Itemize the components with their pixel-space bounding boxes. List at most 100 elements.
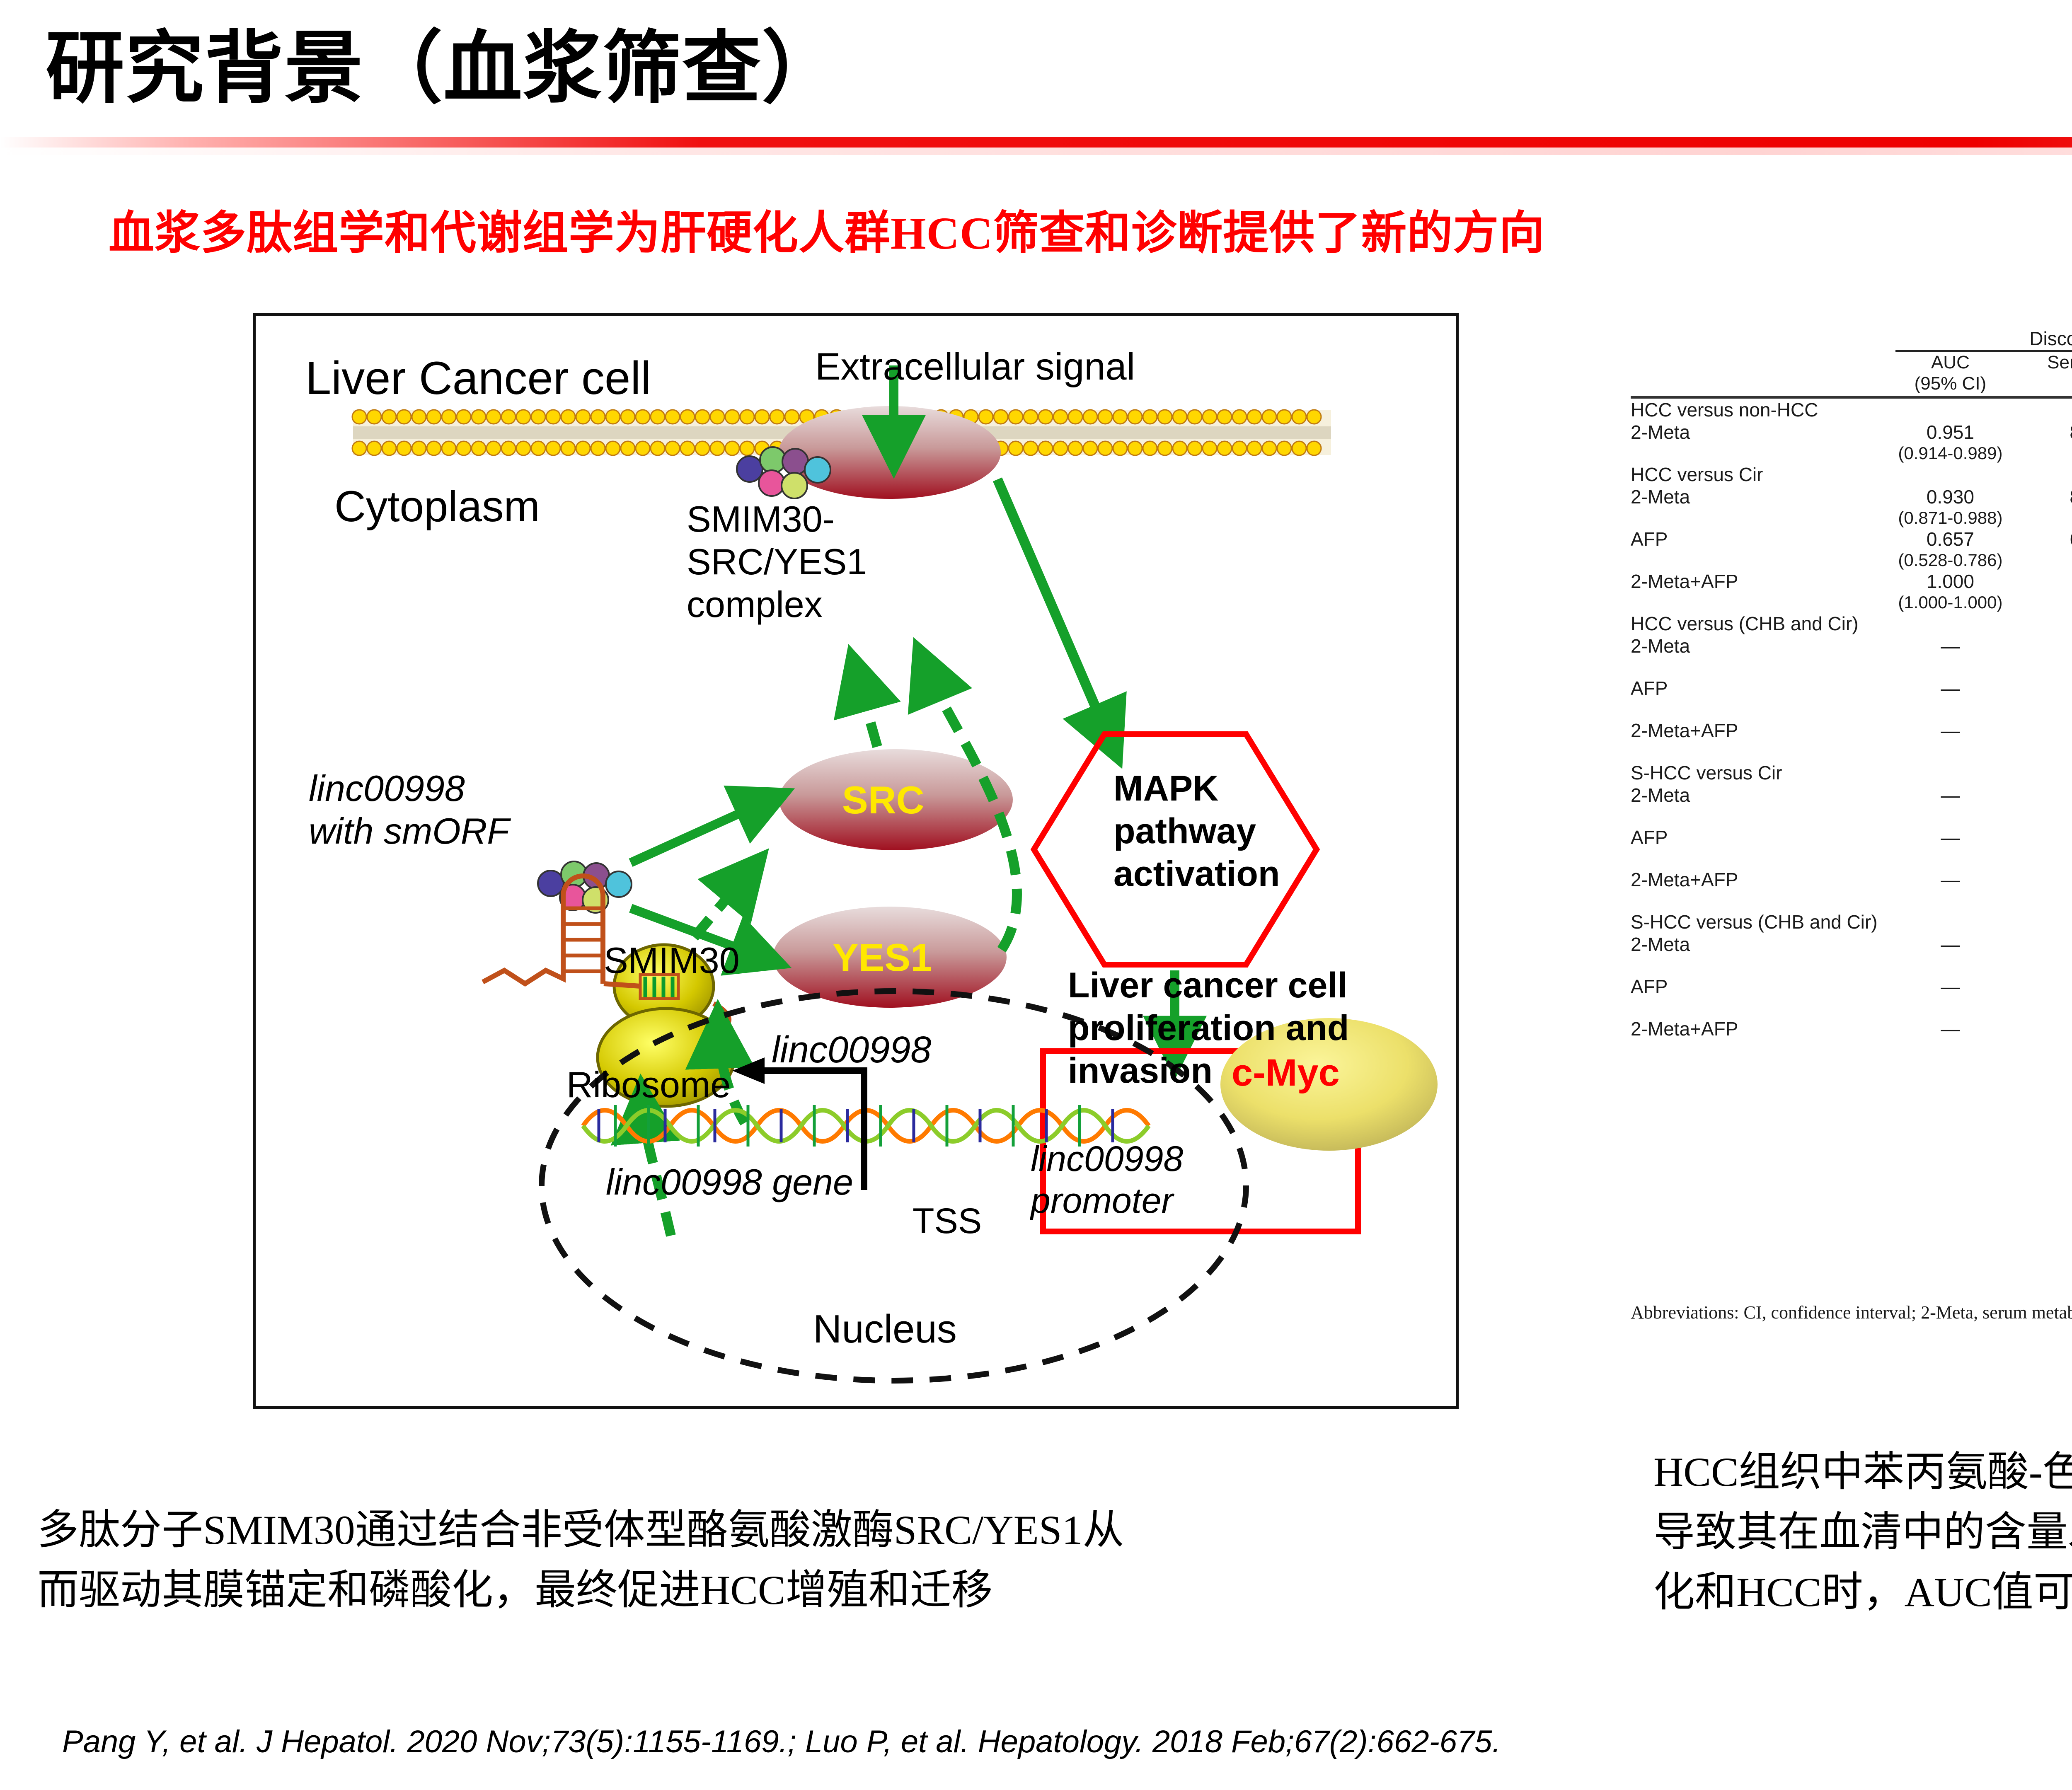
table-cell-ci — [1881, 806, 2019, 826]
table-row-label: 2-Meta+AFP — [1631, 1018, 1738, 1040]
table-row-label: 2-Meta — [1631, 933, 1690, 955]
table-section-header-row: HCC versus (CHB and Cir) — [1631, 612, 2072, 635]
table-row: AFP———0.68245.378.40.67655.673.2 — [1631, 826, 2072, 849]
figure-label-extracellular-signal: Extracellular signal — [815, 346, 1135, 388]
table-ci-pad — [2019, 657, 2072, 677]
table-ci-spacer — [1631, 806, 1881, 826]
table-ci-spacer — [1631, 593, 1881, 612]
table-ci-row: (0.871-0.988)(0.856-0.929)(0.753-0.861) — [1631, 508, 2072, 528]
subtitle-text: 血浆多肽组学和代谢组学为肝硬化人群HCC筛查和诊断提供了新的方向 — [109, 208, 1545, 259]
table-section-header-row: HCC versus Cir — [1631, 463, 2072, 486]
table-ci-pad — [2019, 742, 2072, 762]
table-ci-row: (0.820-0.919)(0.688-0.861) — [1631, 891, 2072, 911]
table-ci-row: (0.689- 0.854) — [1631, 955, 2072, 975]
table-ci-spacer — [1631, 550, 1881, 570]
table-row-label: 2-Meta+AFP — [1631, 570, 1738, 592]
table-ci-pad — [2019, 806, 2072, 826]
table-ci-spacer — [1631, 508, 1881, 528]
table-cell-auc: — — [1941, 1018, 1960, 1040]
table-row: AFP0.65761.856.10.72556.478.40.65050.473… — [1631, 528, 2072, 550]
table-section-header-row: HCC versus non-HCC — [1631, 397, 2072, 421]
table-cell-auc: — — [1941, 677, 1960, 699]
table-cell-sensitivity: — — [2019, 719, 2072, 742]
table-ci-row: (0.528-0.786)(0.671-0.779)(0.582-0.718) — [1631, 550, 2072, 570]
table-header-divider — [1631, 394, 2072, 399]
table-cell-sensitivity: — — [2019, 868, 2072, 891]
figure-label-smim30: SMIM30 — [604, 940, 740, 981]
table-cell-ci — [1881, 998, 2019, 1018]
table-cell-ci — [1881, 955, 2019, 975]
table-cell-sensitivity: — — [2019, 635, 2072, 657]
table-section-label: HCC versus Cir — [1631, 463, 1763, 485]
table-column-header: AUC(95% CI) — [1914, 352, 1987, 394]
caption-left-figure: 多肽分子SMIM30通过结合非受体型酪氨酸激酶SRC/YES1从 而驱动其膜锚定… — [37, 1507, 1124, 1613]
table-ci-row: (0.722-0.878) — [1631, 1040, 2072, 1060]
arrow-nucleus-to-cytoplasm — [610, 1074, 680, 1237]
table-cell-auc: — — [1941, 868, 1960, 890]
figure-label-proliferation-invasion: Liver cancer cell proliferation and inva… — [1068, 965, 1349, 1091]
figure-label-yes1: YES1 — [833, 936, 932, 979]
table-ci-spacer — [1631, 998, 1881, 1018]
table-ci-row: (0.620-0.745) — [1631, 699, 2072, 719]
table-cell-ci — [1881, 1040, 2019, 1060]
page-title: 研究背景（血浆筛查） — [46, 26, 842, 113]
title-divider-rule — [0, 137, 2072, 148]
figure-label-linc00998-gene: linc00998 gene — [606, 1161, 853, 1202]
figure-label-src: SRC — [842, 778, 925, 822]
table-cell-sensitivity: — — [2019, 826, 2072, 849]
table-header-spacer — [1631, 352, 1881, 394]
table-group-rule-row — [1631, 350, 2072, 352]
table-cell-auc: — — [1941, 635, 1960, 657]
table-section-label: S-HCC versus Cir — [1631, 762, 1782, 784]
table-cell-ci — [1881, 742, 2019, 762]
mapk-hexagon — [1030, 731, 1320, 968]
table-group-header: Discovery Set — [2029, 328, 2072, 349]
table-group-header-row: Discovery SetTest SetValidation Set (Coh… — [1631, 327, 2072, 350]
table-ci-pad — [2019, 1040, 2072, 1060]
table-ci-row: (0.816-0.916)(0.664-0.843) — [1631, 806, 2072, 826]
table-cell-sensitivity: 88.9 — [2019, 421, 2072, 443]
table-ci-pad — [2019, 550, 2072, 570]
arrow-src-to-receptor — [833, 644, 901, 748]
table-ci-row: (0.914-0.989)(0.917-0.955)(0.846-0.905) — [1631, 443, 2072, 463]
table-ci-row: (0.614-0.808) — [1631, 998, 2072, 1018]
table-ci-pad — [2019, 998, 2072, 1018]
table-ci-row: (0.803-0.891) — [1631, 742, 2072, 762]
table-cell-auc: 0.930 — [1926, 486, 1974, 508]
smim30-cluster-cytoplasm — [537, 861, 632, 914]
table-section-header-row: S-HCC versus Cir — [1631, 762, 2072, 784]
table-row: AFP——————0.71155.678.4 — [1631, 975, 2072, 998]
linc00998-mrna-hairpin — [482, 873, 605, 987]
table-cell-sensitivity: 61.8 — [2019, 528, 2072, 550]
table-ci-spacer — [1631, 443, 1881, 463]
table-ci-spacer — [1631, 849, 1881, 868]
table-cell-sensitivity: 88.9 — [2019, 486, 2072, 508]
table-section-label: HCC versus (CHB and Cir) — [1631, 612, 1859, 634]
table-corner-cell — [1631, 327, 1881, 350]
table-divider-line — [1631, 394, 2072, 399]
table-cell-auc: 1.000 — [1926, 570, 1974, 592]
table-cell-ci — [1881, 891, 2019, 911]
table-section-header-row: S-HCC versus (CHB and Cir) — [1631, 911, 2072, 933]
table-cell-ci: (0.914-0.989) — [1898, 443, 2003, 463]
table-row-label: 2-Meta — [1631, 784, 1690, 806]
table-footnote: Abbreviations: CI, confidence interval; … — [1631, 1302, 2072, 1323]
table-cell-auc: — — [1941, 719, 1960, 741]
table-cell-ci: (1.000-1.000) — [1898, 592, 2003, 612]
figure-label-mapk-pathway-activation: MAPK pathway activation — [1113, 769, 1280, 894]
table-group-rule — [1881, 350, 2072, 352]
table-ci-row: (0.607-0.757)(0.575-0.778) — [1631, 849, 2072, 868]
figure-label-linc00998-smorf: linc00998 with smORF — [309, 768, 509, 851]
table-row-label: 2-Meta — [1631, 635, 1690, 657]
table-row-label: AFP — [1631, 677, 1668, 699]
mechanism-figure-panel: Liver Cancer cell Extracellular signal C… — [253, 313, 1459, 1409]
table-ci-row: (1.000-1.000)(0.872-0.938)(0.774-0.877) — [1631, 593, 2072, 612]
table-section-label: S-HCC versus (CHB and Cir) — [1631, 911, 1878, 933]
table-cell-sensitivity: — — [2019, 1018, 2072, 1040]
figure-label-linc00998-rna: linc00998 — [772, 1029, 932, 1071]
table-ci-spacer — [1631, 955, 1881, 975]
table-ci-row: (0.779-0.873) — [1631, 657, 2072, 677]
table-cell-sensitivity: — — [2019, 677, 2072, 699]
arrow-ribosome-to-smim30 — [690, 848, 769, 941]
auc-results-table: Discovery SetTest SetValidation Set (Coh… — [1631, 327, 2072, 1060]
